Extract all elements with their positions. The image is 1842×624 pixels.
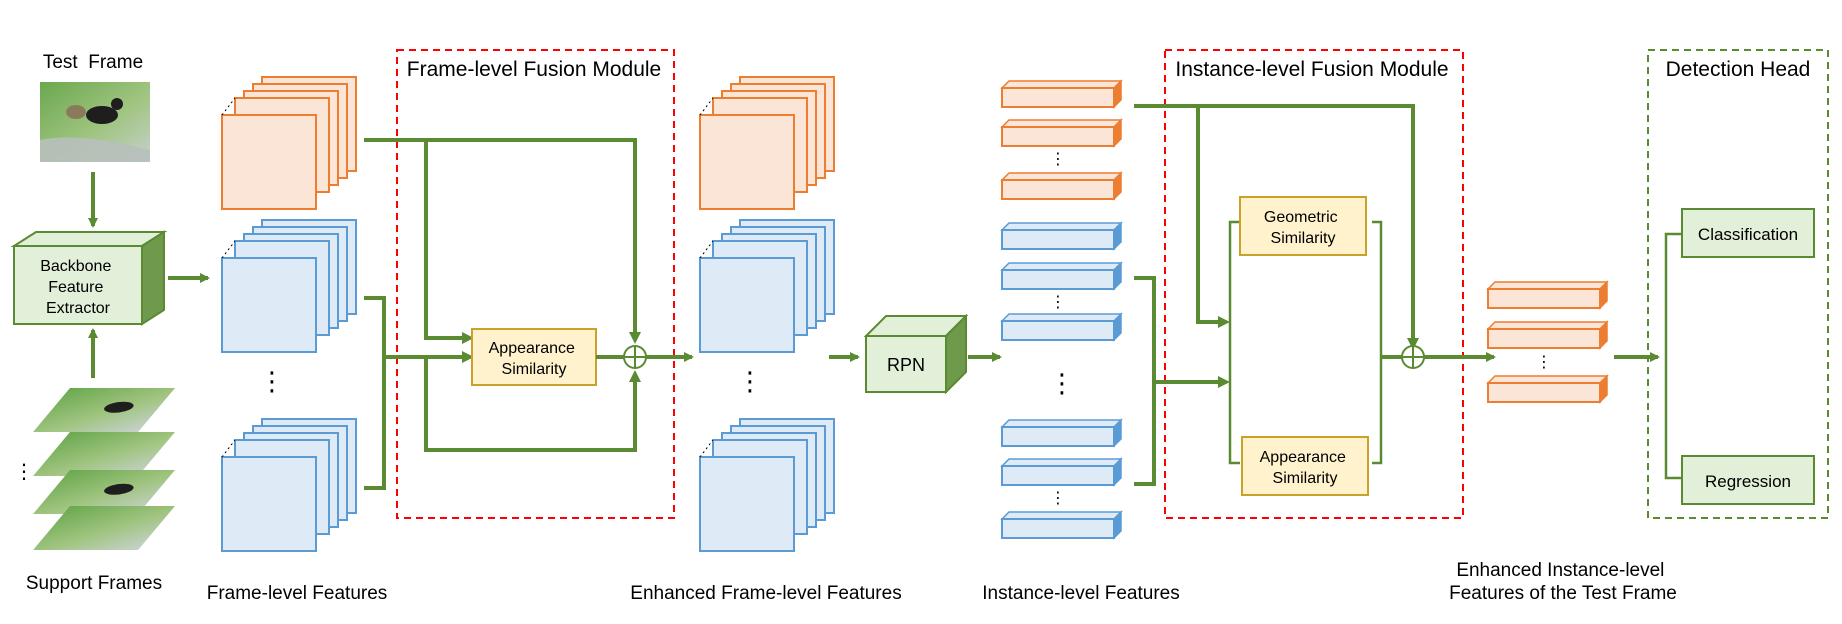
- geometric-label-1: Geometric: [1264, 209, 1338, 226]
- ellipsis-enhanced-frame: ⋮: [737, 366, 763, 396]
- instance-bar-blue-3: [1000, 312, 1123, 342]
- backbone-box: Backbone Feature Extractor: [10, 230, 168, 326]
- instance-appearance-label-1: Appearance: [1260, 449, 1346, 466]
- instance-bar-orange-3: [1000, 171, 1123, 201]
- support-frames-label: Support Frames: [26, 573, 162, 594]
- enhanced-instance-bar-1: [1486, 280, 1609, 310]
- instance-fusion-module-border: [1164, 49, 1464, 519]
- enhanced-frame-features-label: Enhanced Frame-level Features: [630, 583, 901, 604]
- frame-fusion-arrowheads: [462, 332, 641, 382]
- instance-bar-blue-5: [1000, 457, 1123, 487]
- instance-bar-orange-1: [1000, 79, 1123, 109]
- backbone-label-3: Extractor: [46, 300, 111, 317]
- frame-feature-stack-test: [221, 76, 357, 210]
- frame-appearance-label-1: Appearance: [489, 340, 575, 357]
- regression-box: Regression: [1681, 455, 1815, 505]
- support-frames-stack: ⋮: [14, 388, 175, 551]
- detection-head-border: [1647, 49, 1829, 519]
- svg-text:Enhanced Instance-level Fe: Enhanced Instance-level Features of the …: [1449, 560, 1677, 604]
- backbone-label-1: Backbone: [40, 258, 111, 275]
- enhanced-frame-stack-support-1: [699, 219, 835, 353]
- svg-text:Backbone Feature E: Backbone Feature Extractor: [40, 258, 116, 317]
- geometric-similarity-box: Geometric Similarity: [1239, 196, 1367, 256]
- frame-appearance-similarity-box: Appearance Similarity: [471, 328, 597, 386]
- svg-text:Geometric Similarity: Geometric Similarity: [1264, 209, 1342, 247]
- enhanced-instance-bar-3: [1486, 374, 1609, 404]
- test-frame-label: Test Frame: [43, 52, 143, 73]
- enhanced-frame-stack-support-2: [699, 418, 835, 552]
- test-frame-image: [40, 82, 150, 162]
- instance-features-label: Instance-level Features: [982, 583, 1180, 604]
- instance-fusion-thin-connectors: [1228, 220, 1383, 465]
- enhanced-frame-stack-test: [699, 76, 835, 210]
- instance-bar-blue-4: [1000, 418, 1123, 448]
- svg-text:⋮: ⋮: [14, 461, 34, 483]
- enhanced-instance-label-1: Enhanced Instance-level: [1456, 560, 1664, 581]
- rpn-box: RPN: [863, 313, 969, 395]
- classification-label: Classification: [1698, 225, 1798, 244]
- instance-bar-blue-6: [1000, 510, 1123, 540]
- frame-fusion-connectors: [364, 138, 637, 490]
- enhanced-instance-features: ⋮: [1486, 280, 1609, 404]
- enhanced-instance-label-2: Features of the Test Frame: [1449, 583, 1677, 604]
- enhanced-instance-bar-2: [1486, 320, 1609, 350]
- frame-appearance-label-2: Similarity: [502, 361, 567, 378]
- svg-text:⋮: ⋮: [1050, 151, 1066, 168]
- rpn-label: RPN: [887, 355, 925, 375]
- svg-text:⋮: ⋮: [1536, 354, 1552, 371]
- svg-text:Appearance Similarity: Appearance Similarity: [489, 340, 580, 378]
- instance-fusion-arrowheads: [1218, 316, 1419, 388]
- regression-label: Regression: [1705, 472, 1791, 491]
- ellipsis-instance-features: ⋮: [1049, 368, 1075, 398]
- instance-features: ⋮ ⋮ ⋮: [1000, 79, 1123, 540]
- instance-bar-orange-2: [1000, 118, 1123, 148]
- svg-text:⋮: ⋮: [1050, 490, 1066, 507]
- instance-appearance-similarity-box: Appearance Similarity: [1241, 436, 1369, 496]
- instance-fusion-connectors: [1134, 104, 1415, 486]
- svg-text:Appearance Similarity: Appearance Similarity: [1260, 449, 1351, 487]
- frame-fusion-module-border: [396, 49, 675, 519]
- backbone-label-2: Feature: [48, 279, 103, 296]
- instance-bar-blue-1: [1000, 221, 1123, 251]
- circle-plus-icon: [623, 345, 647, 369]
- geometric-label-2: Similarity: [1271, 230, 1336, 247]
- frame-fusion-module-title: Frame-level Fusion Module: [407, 58, 661, 81]
- instance-fusion-module-title: Instance-level Fusion Module: [1175, 58, 1448, 81]
- instance-bar-blue-2: [1000, 261, 1123, 291]
- classification-box: Classification: [1681, 208, 1815, 258]
- frame-feature-stack-support-1: [221, 219, 357, 353]
- detection-head-title: Detection Head: [1666, 58, 1811, 81]
- detection-head-connectors: [1664, 232, 1682, 480]
- ellipsis-frame-features: ⋮: [259, 366, 285, 396]
- svg-text:⋮: ⋮: [1050, 294, 1066, 311]
- frame-features-label: Frame-level Features: [207, 583, 388, 604]
- instance-appearance-label-2: Similarity: [1273, 470, 1338, 487]
- circle-plus-icon-instance: [1401, 345, 1425, 369]
- frame-feature-stack-support-2: [221, 418, 357, 552]
